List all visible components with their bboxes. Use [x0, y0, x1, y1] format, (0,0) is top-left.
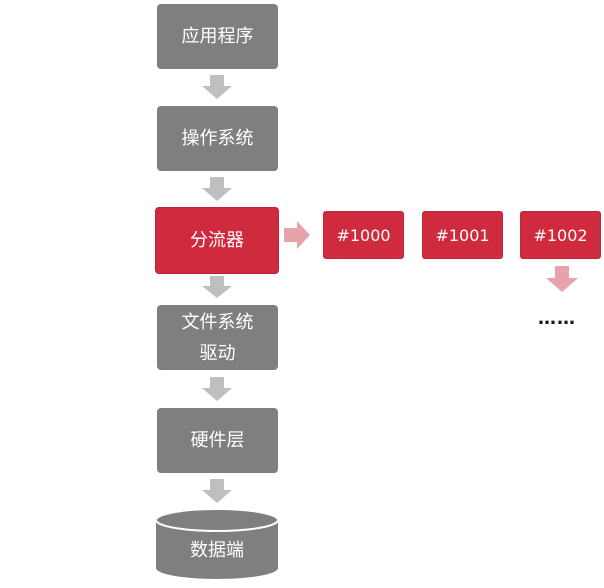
- splitter-label: 分流器: [190, 229, 244, 251]
- application-label: 应用程序: [181, 25, 254, 47]
- down-arrow-icon: [202, 75, 232, 99]
- hardware-box: 硬件层: [157, 408, 278, 473]
- branch-box-1001: #1001: [422, 211, 503, 259]
- down-arrow-icon: [202, 177, 232, 201]
- data-end-label: 数据端: [190, 540, 244, 561]
- splitter-box: 分流器: [155, 207, 279, 274]
- os-box: 操作系统: [157, 106, 278, 171]
- branch-label: #1000: [336, 225, 391, 245]
- down-arrow-icon: [202, 377, 232, 401]
- fs-driver-label-line1: 文件系统: [181, 311, 254, 333]
- database-cylinder-icon: [155, 508, 279, 579]
- branch-label: #1001: [435, 225, 490, 245]
- fs-driver-label-line2: 驱动: [199, 342, 236, 364]
- down-arrow-icon: [202, 276, 232, 298]
- down-arrow-icon: [202, 479, 232, 503]
- branch-label: #1002: [533, 225, 588, 245]
- branch-box-1000: #1000: [323, 211, 404, 259]
- ellipsis-text: ……: [538, 308, 576, 329]
- fs-driver-box: 文件系统 驱动: [157, 305, 278, 370]
- application-box: 应用程序: [157, 4, 278, 69]
- branch-box-1002: #1002: [520, 211, 601, 259]
- hardware-label: 硬件层: [190, 429, 245, 451]
- right-arrow-icon: [284, 221, 310, 249]
- down-arrow-icon: [546, 266, 578, 292]
- os-label: 操作系统: [181, 127, 254, 149]
